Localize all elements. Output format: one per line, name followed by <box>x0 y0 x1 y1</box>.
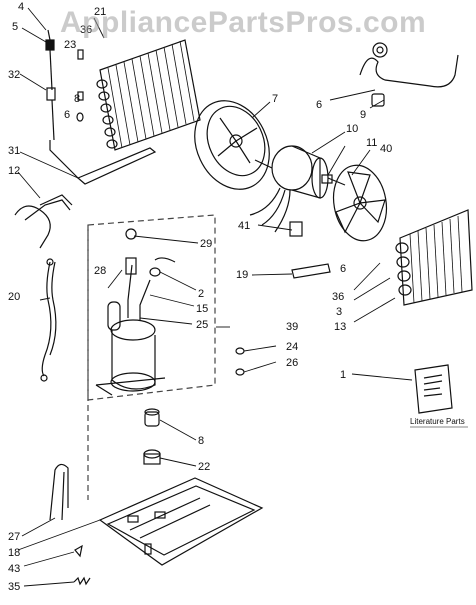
callout-21: 21 <box>94 6 106 18</box>
watermark: AppliancePartsPros.com <box>60 6 427 39</box>
clip <box>371 93 385 107</box>
callout-6-left: 6 <box>64 109 70 121</box>
nut <box>321 174 333 184</box>
callout-25: 25 <box>196 319 208 331</box>
refrigerant-tube <box>14 194 73 249</box>
small-fittings <box>76 49 84 122</box>
condenser-fan-blade <box>332 164 388 242</box>
callout-18: 18 <box>8 547 20 559</box>
callout-7: 7 <box>272 93 278 105</box>
callout-31: 31 <box>8 145 20 157</box>
callout-8: 8 <box>198 435 204 447</box>
accumulator <box>107 301 121 331</box>
callout-1: 1 <box>340 369 346 381</box>
callout-23: 23 <box>64 39 76 51</box>
callout-8-top: 8 <box>74 93 80 105</box>
callout-13: 13 <box>334 321 346 333</box>
callout-11: 11 <box>366 137 377 149</box>
callout-6-right: 6 <box>316 99 322 111</box>
callout-22: 22 <box>198 461 210 473</box>
leader-lines <box>17 7 413 587</box>
callout-20: 20 <box>8 291 20 303</box>
screw <box>74 544 83 558</box>
callout-3: 3 <box>336 306 342 318</box>
mounting-spring <box>359 42 459 88</box>
callout-19: 19 <box>236 269 248 281</box>
callout-28: 28 <box>94 265 106 277</box>
callout-12: 12 <box>8 165 20 177</box>
callout-15: 15 <box>196 303 208 315</box>
callout-29: 29 <box>200 238 212 250</box>
callout-2: 2 <box>198 288 204 300</box>
callout-41: 41 <box>238 220 250 232</box>
callout-4: 4 <box>18 1 24 13</box>
callout-39: 39 <box>286 321 298 333</box>
thermostat-bulb <box>45 29 56 141</box>
callout-24: 24 <box>286 341 298 353</box>
thermistor-probe <box>291 263 331 279</box>
overload-relay <box>125 228 176 277</box>
callout-32: 32 <box>8 69 20 81</box>
callout-10: 10 <box>346 123 358 135</box>
callout-35: 35 <box>8 581 20 593</box>
compressor <box>95 264 166 396</box>
compressor-mount <box>143 408 161 465</box>
callout-26: 26 <box>286 357 298 369</box>
callout-43: 43 <box>8 563 20 575</box>
fan-motor <box>249 145 346 233</box>
base-pan <box>98 477 264 566</box>
compressor-assembly-outline <box>87 214 216 401</box>
evaporator-coil <box>96 39 201 151</box>
condenser-coil <box>395 209 473 306</box>
callout-9: 9 <box>360 109 366 121</box>
blower-wheel <box>194 100 270 190</box>
callout-labels: 4 5 23 36 21 8 6 32 31 12 20 7 6 9 10 11… <box>8 1 392 593</box>
literature-parts-caption: Literature Parts <box>410 417 465 426</box>
wire-harness <box>40 258 57 382</box>
callout-40: 40 <box>380 143 392 155</box>
callout-27: 27 <box>8 531 20 543</box>
connector <box>289 221 303 237</box>
u-tube <box>49 463 69 521</box>
callout-5: 5 <box>12 21 18 33</box>
grommet <box>235 347 245 376</box>
literature-booklet <box>414 364 453 414</box>
clip-35 <box>73 576 91 586</box>
callout-6-lower: 6 <box>340 263 346 275</box>
drain-tube <box>49 140 157 185</box>
callout-36-top: 36 <box>80 24 92 36</box>
callout-36-right: 36 <box>332 291 344 303</box>
